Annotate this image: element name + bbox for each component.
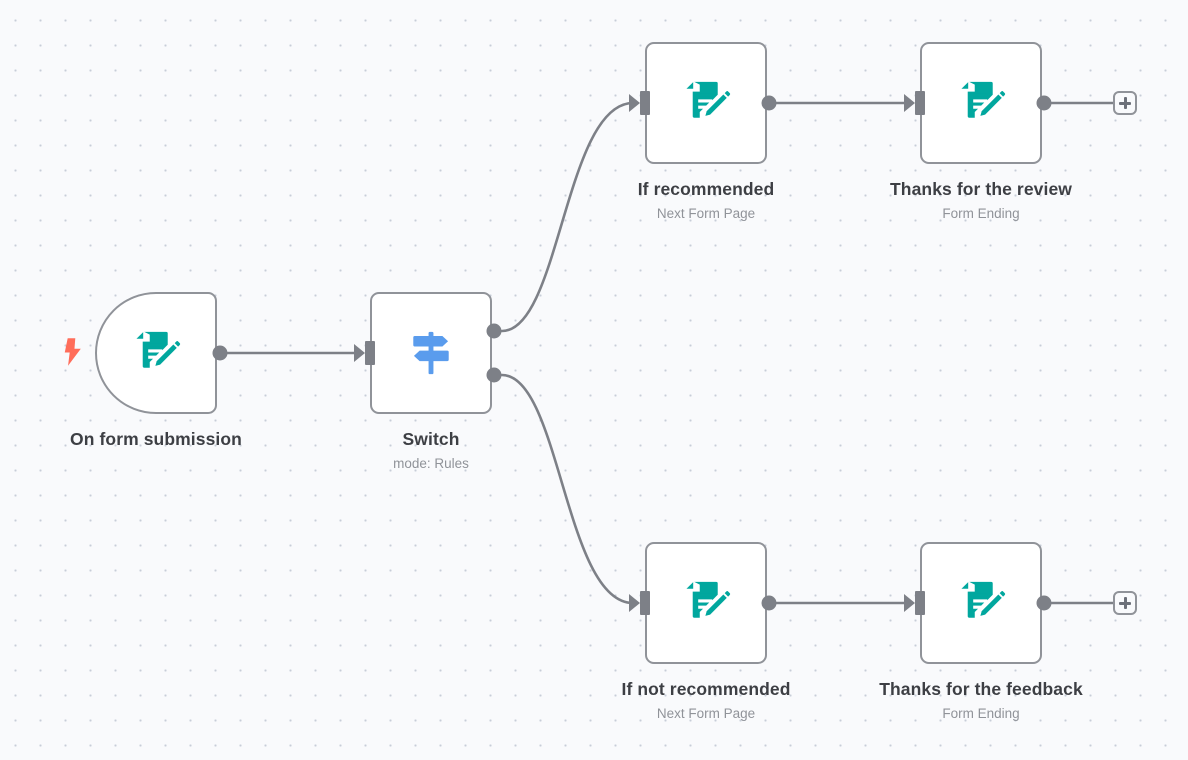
node-label-switch: Switch mode: Rules xyxy=(393,428,469,474)
form-document-pencil-icon xyxy=(961,81,1006,118)
edge-switch-1-to-if-not-recommended[interactable] xyxy=(500,373,635,605)
node-subtitle-if-not-recommended: Next Form Page xyxy=(656,706,756,721)
input-port-if-recommended-arrow xyxy=(629,94,640,112)
input-port-thanks-for-the-feedback[interactable] xyxy=(915,591,925,615)
output-dot-switch-0[interactable] xyxy=(486,323,502,339)
input-port-switch[interactable] xyxy=(365,341,375,365)
form-document-pencil-icon xyxy=(686,81,731,118)
form-document-pencil-icon xyxy=(961,581,1006,618)
input-port-if-not-recommended-arrow xyxy=(629,594,640,612)
node-label-on-form-submission: On form submission xyxy=(70,428,242,450)
node-title-thanks-for-the-feedback[interactable]: Thanks for the feedback xyxy=(879,679,1083,699)
input-port-if-recommended[interactable] xyxy=(640,91,650,115)
node-subtitle-if-recommended: Next Form Page xyxy=(656,206,756,221)
input-port-if-not-recommended[interactable] xyxy=(640,591,650,615)
node-thanks-for-the-feedback[interactable] xyxy=(920,542,1042,664)
node-subtitle-switch: mode: Rules xyxy=(393,456,469,471)
input-port-thanks-for-the-review-arrow xyxy=(904,94,915,112)
form-document-pencil-icon xyxy=(136,331,181,368)
node-subtitle-thanks-for-the-review: Form Ending xyxy=(942,206,1020,221)
node-on-form-submission[interactable] xyxy=(95,292,217,414)
node-thanks-for-the-review[interactable] xyxy=(920,42,1042,164)
output-dot-thanks-for-the-review[interactable] xyxy=(1036,95,1052,111)
form-document-pencil-icon xyxy=(686,581,731,618)
input-port-thanks-for-the-feedback-arrow xyxy=(904,594,915,612)
node-if-recommended[interactable] xyxy=(645,42,767,164)
node-subtitle-thanks-for-the-feedback: Form Ending xyxy=(942,706,1020,721)
add-node-button-bottom[interactable] xyxy=(1113,591,1137,615)
node-title-on-form-submission[interactable]: On form submission xyxy=(70,429,242,449)
output-dot-thanks-for-the-feedback[interactable] xyxy=(1036,595,1052,611)
add-node-button-top[interactable] xyxy=(1113,91,1137,115)
output-dot-switch-1[interactable] xyxy=(486,367,502,383)
trigger-bolt-icon xyxy=(64,338,81,366)
node-title-if-not-recommended[interactable]: If not recommended xyxy=(621,679,791,699)
edge-switch-0-to-if-recommended[interactable] xyxy=(500,101,635,333)
output-dot-if-recommended[interactable] xyxy=(761,95,777,111)
node-if-not-recommended[interactable] xyxy=(645,542,767,664)
signpost-switch-icon xyxy=(413,331,449,375)
node-title-thanks-for-the-review[interactable]: Thanks for the review xyxy=(889,179,1073,199)
output-dot-on-form-submission[interactable] xyxy=(212,345,228,361)
input-port-thanks-for-the-review[interactable] xyxy=(915,91,925,115)
output-dot-if-not-recommended[interactable] xyxy=(761,595,777,611)
node-title-if-recommended[interactable]: If recommended xyxy=(637,179,775,199)
input-port-switch-arrow xyxy=(354,344,365,362)
node-switch[interactable] xyxy=(370,292,492,414)
node-title-switch[interactable]: Switch xyxy=(402,429,460,449)
